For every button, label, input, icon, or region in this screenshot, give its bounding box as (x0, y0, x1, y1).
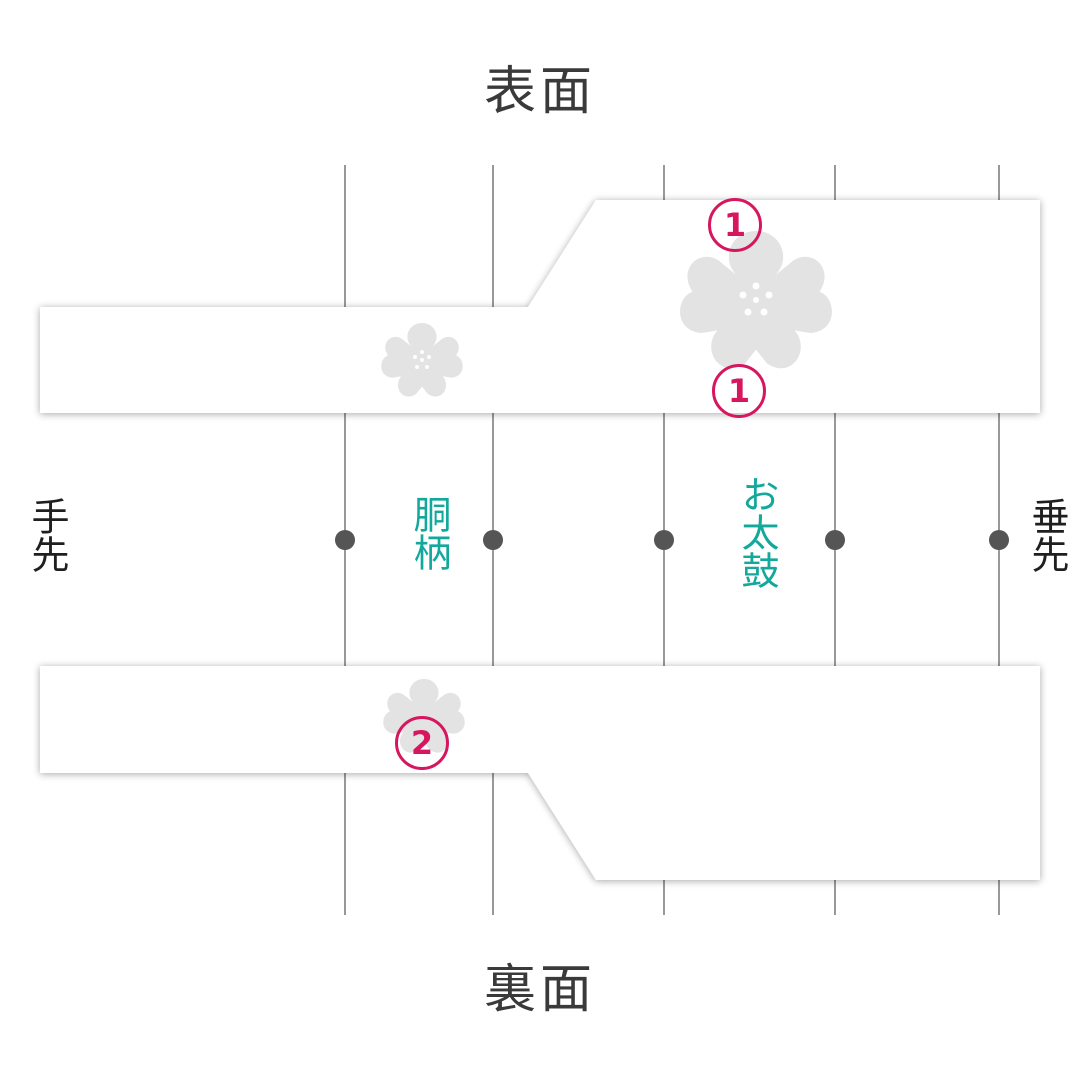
marker-badge-front-bottom: 1 (712, 364, 766, 418)
section-dot (483, 530, 503, 550)
marker-badge-front-top: 1 (708, 198, 762, 252)
section-dot (335, 530, 355, 550)
back-band (40, 666, 1040, 880)
section-dot (654, 530, 674, 550)
front-side-title: 表面 (483, 62, 596, 122)
front-band (40, 200, 1040, 413)
section-dots (335, 530, 1009, 550)
section-dot (989, 530, 1009, 550)
back-side-title: 裏面 (483, 960, 596, 1020)
sakura-flower-icon (381, 323, 463, 397)
section-dot (825, 530, 845, 550)
otaiko-label: お太鼓 (735, 475, 779, 589)
marker-badge-back: 2 (395, 716, 449, 770)
tesaki-label: 手先 (25, 497, 69, 573)
sakura-flower-icon (680, 231, 832, 369)
dogara-label: 胴柄 (407, 495, 451, 571)
taresaki-label: 垂先 (1025, 497, 1069, 573)
